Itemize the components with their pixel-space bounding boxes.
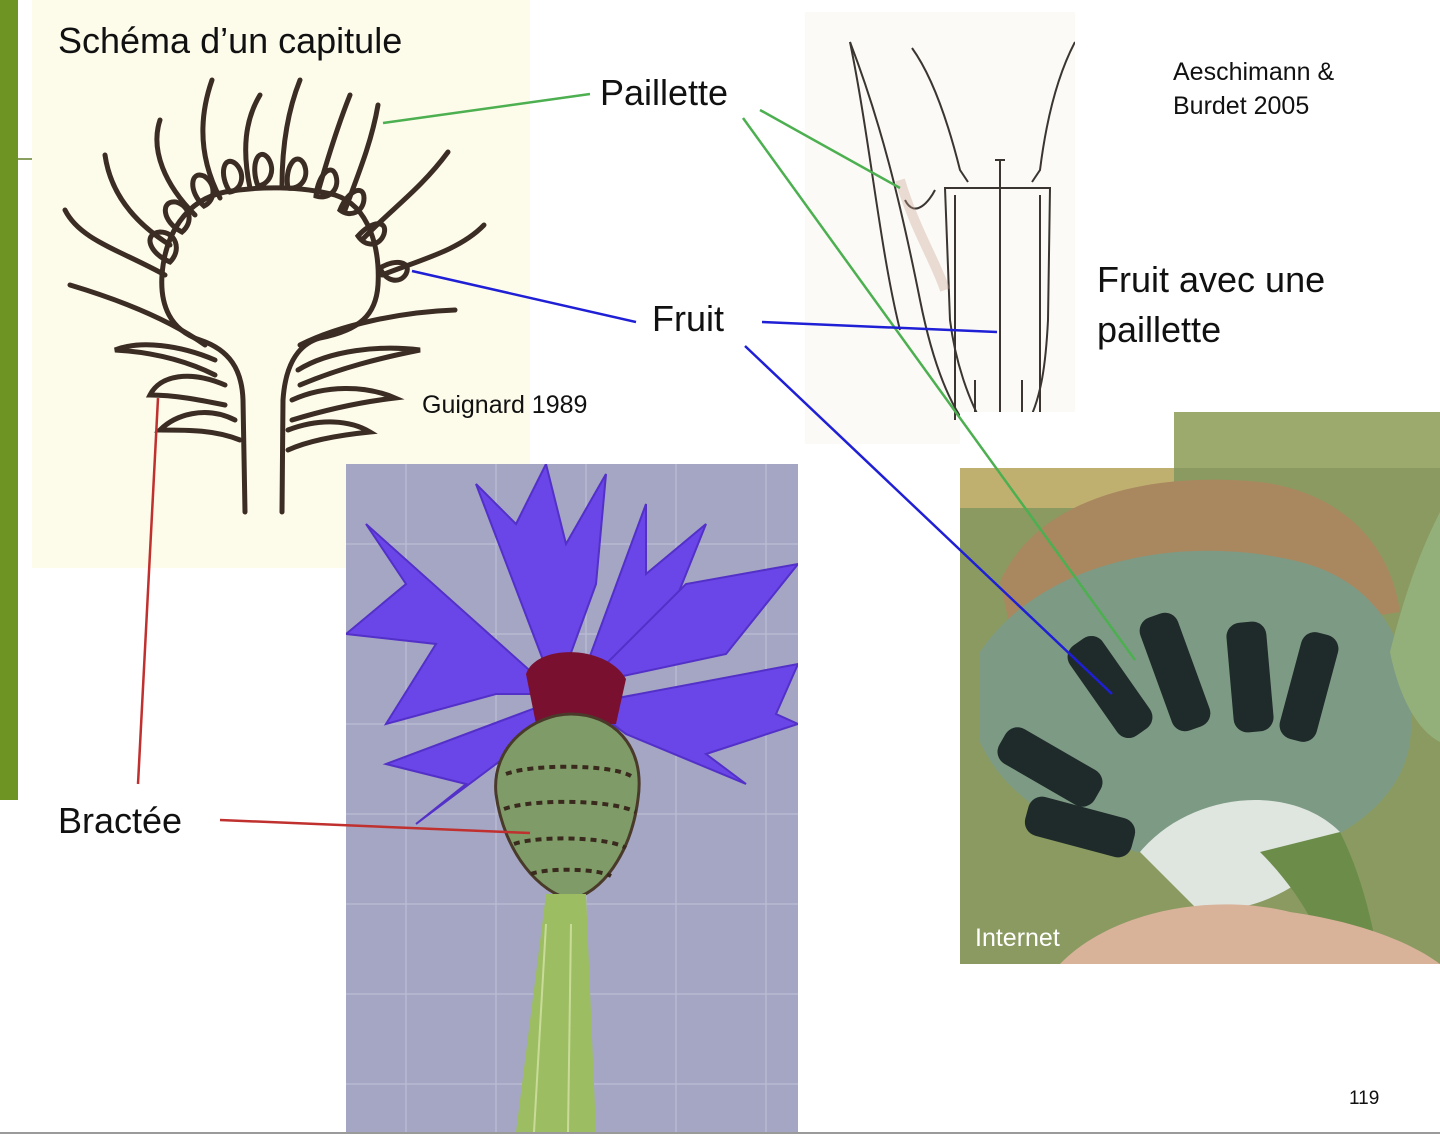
fruit-caption-line-1: Fruit avec une — [1097, 259, 1326, 300]
cornflower-photo — [346, 464, 798, 1132]
credit-internet: Internet — [975, 924, 1060, 952]
credit-aeschimann-line-2: Burdet 2005 — [1173, 92, 1310, 120]
credit-guignard: Guignard 1989 — [422, 391, 588, 419]
sectioned-capitule-photo — [960, 412, 1440, 964]
page-number: 119 — [1349, 1088, 1380, 1109]
fruit-label: Fruit — [652, 298, 724, 339]
slide-title: Schéma d’un capitule — [58, 20, 403, 61]
credit-aeschimann: Aeschimann & Burdet 2005 — [1173, 55, 1334, 123]
fruit-caption-line-2: paillette — [1097, 309, 1222, 350]
fruit-caption: Fruit avec une paillette — [1097, 255, 1325, 355]
slide-accent-bar — [0, 0, 18, 800]
credit-aeschimann-line-1: Aeschimann & — [1173, 58, 1335, 86]
paillette-label: Paillette — [600, 72, 729, 113]
bractee-label: Bractée — [58, 800, 183, 841]
capitule-schema-drawing — [62, 77, 487, 515]
fruit-paillette-drawing — [849, 41, 1075, 439]
slide-bottom-rule — [0, 1132, 1440, 1134]
slide-accent-tick — [18, 158, 32, 160]
